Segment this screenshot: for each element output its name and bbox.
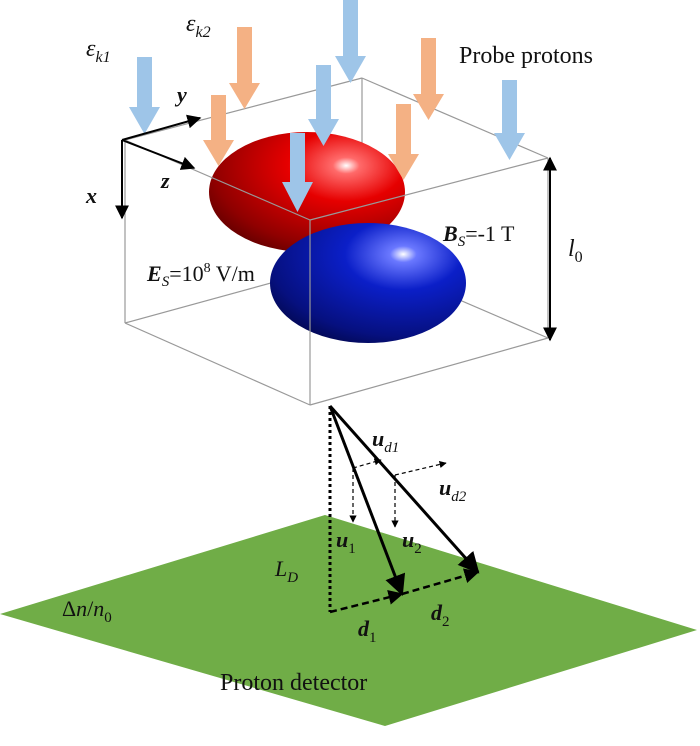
label-ud2: ud2 xyxy=(439,475,467,505)
label-es: ES=108 V/m xyxy=(146,261,255,290)
detector-label: Proton detector xyxy=(220,670,367,696)
blue-arrow-2 xyxy=(335,0,366,83)
label-d2: d2 xyxy=(431,600,450,630)
label-ld: LD xyxy=(274,556,298,586)
ud1-component xyxy=(352,458,382,469)
label-eps-k1: εk1 xyxy=(86,36,111,66)
d1-vector xyxy=(329,589,404,614)
coordinate-axes xyxy=(115,114,202,220)
blue-arrow-1 xyxy=(129,57,160,134)
orange-proton-arrows xyxy=(203,27,444,180)
label-bs: BS=-1 T xyxy=(442,221,515,250)
label-u1: u1 xyxy=(336,527,356,557)
label-l0: l0 xyxy=(568,236,583,266)
d2-vector xyxy=(401,568,480,596)
label-d1: d1 xyxy=(358,616,377,646)
label-u2: u2 xyxy=(402,527,422,557)
ud1-vector xyxy=(328,405,406,596)
blue-lobe xyxy=(270,223,466,343)
label-axis-x: x xyxy=(85,183,97,208)
orange-arrow-4 xyxy=(388,104,419,180)
orange-arrow-1 xyxy=(229,27,260,109)
detector-plane xyxy=(0,515,697,726)
deflection-vectors xyxy=(328,405,480,614)
label-ud1: ud1 xyxy=(372,426,399,456)
label-axis-y: y xyxy=(174,82,187,107)
orange-arrow-2 xyxy=(203,95,234,166)
blue-proton-arrows xyxy=(129,0,525,212)
label-axis-z: z xyxy=(160,168,170,193)
label-eps-k2: εk2 xyxy=(186,11,211,41)
ud2-vector xyxy=(328,405,480,574)
ud2-component xyxy=(394,460,447,476)
blue-arrow-5 xyxy=(494,80,525,160)
orange-arrow-3 xyxy=(413,38,444,120)
label-delta-n: Δn/n0 xyxy=(62,596,112,626)
blue-arrow-3 xyxy=(308,65,339,146)
blue-arrow-4 xyxy=(282,133,313,212)
title-probe-protons: Probe protons xyxy=(459,43,593,69)
